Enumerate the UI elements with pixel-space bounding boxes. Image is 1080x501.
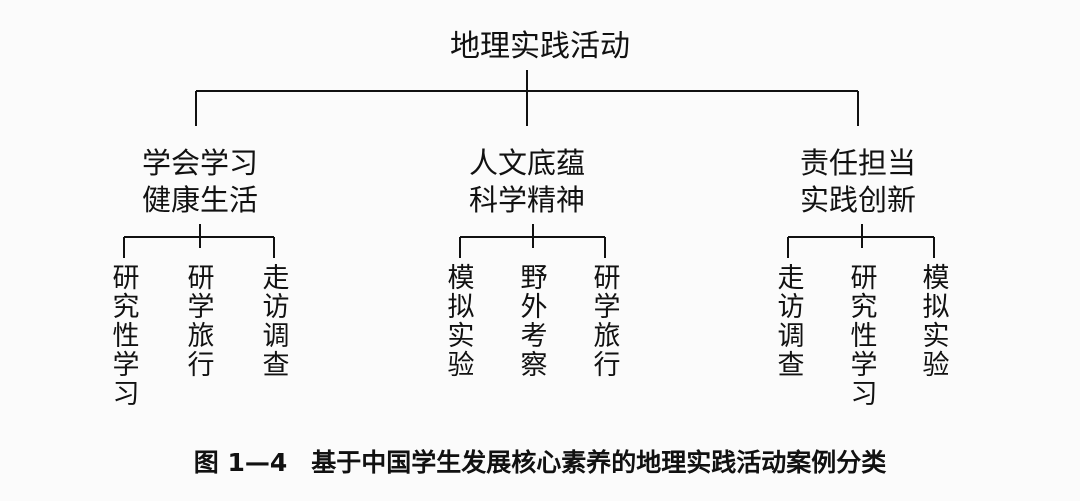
group-2-leaf-1: 模拟实验: [447, 263, 475, 381]
root-node: 地理实践活动: [450, 29, 630, 64]
group-1-leaf-2: 研学旅行: [187, 263, 215, 381]
figure-number: 图 1—4: [193, 448, 288, 477]
group-3-leaf-3: 模拟实验: [922, 263, 950, 381]
group-3-leaf-1: 走访调查: [777, 263, 805, 381]
group-2-line2: 科学精神: [468, 183, 585, 217]
group-2-line1: 人文底蕴: [468, 146, 585, 180]
group-1-line1: 学会学习: [141, 146, 258, 180]
group-1-leaf-1: 研究性学习: [112, 263, 140, 410]
group-2-leaf-2: 野外考察: [520, 263, 548, 381]
group-1-node: 学会学习 健康生活: [100, 145, 300, 219]
figure-caption: 图 1—4 基于中国学生发展核心素养的地理实践活动案例分类: [0, 446, 1080, 480]
group-2-leaf-3: 研学旅行: [593, 263, 621, 381]
group-1-line2: 健康生活: [141, 183, 258, 217]
group-3-node: 责任担当 实践创新: [758, 145, 958, 219]
group-3-leaf-2: 研究性学习: [850, 263, 878, 410]
group-3-line1: 责任担当: [799, 146, 916, 180]
group-3-line2: 实践创新: [799, 183, 916, 217]
group-2-node: 人文底蕴 科学精神: [427, 145, 627, 219]
group-1-leaf-3: 走访调查: [262, 263, 290, 381]
figure-title: 基于中国学生发展核心素养的地理实践活动案例分类: [311, 448, 887, 477]
